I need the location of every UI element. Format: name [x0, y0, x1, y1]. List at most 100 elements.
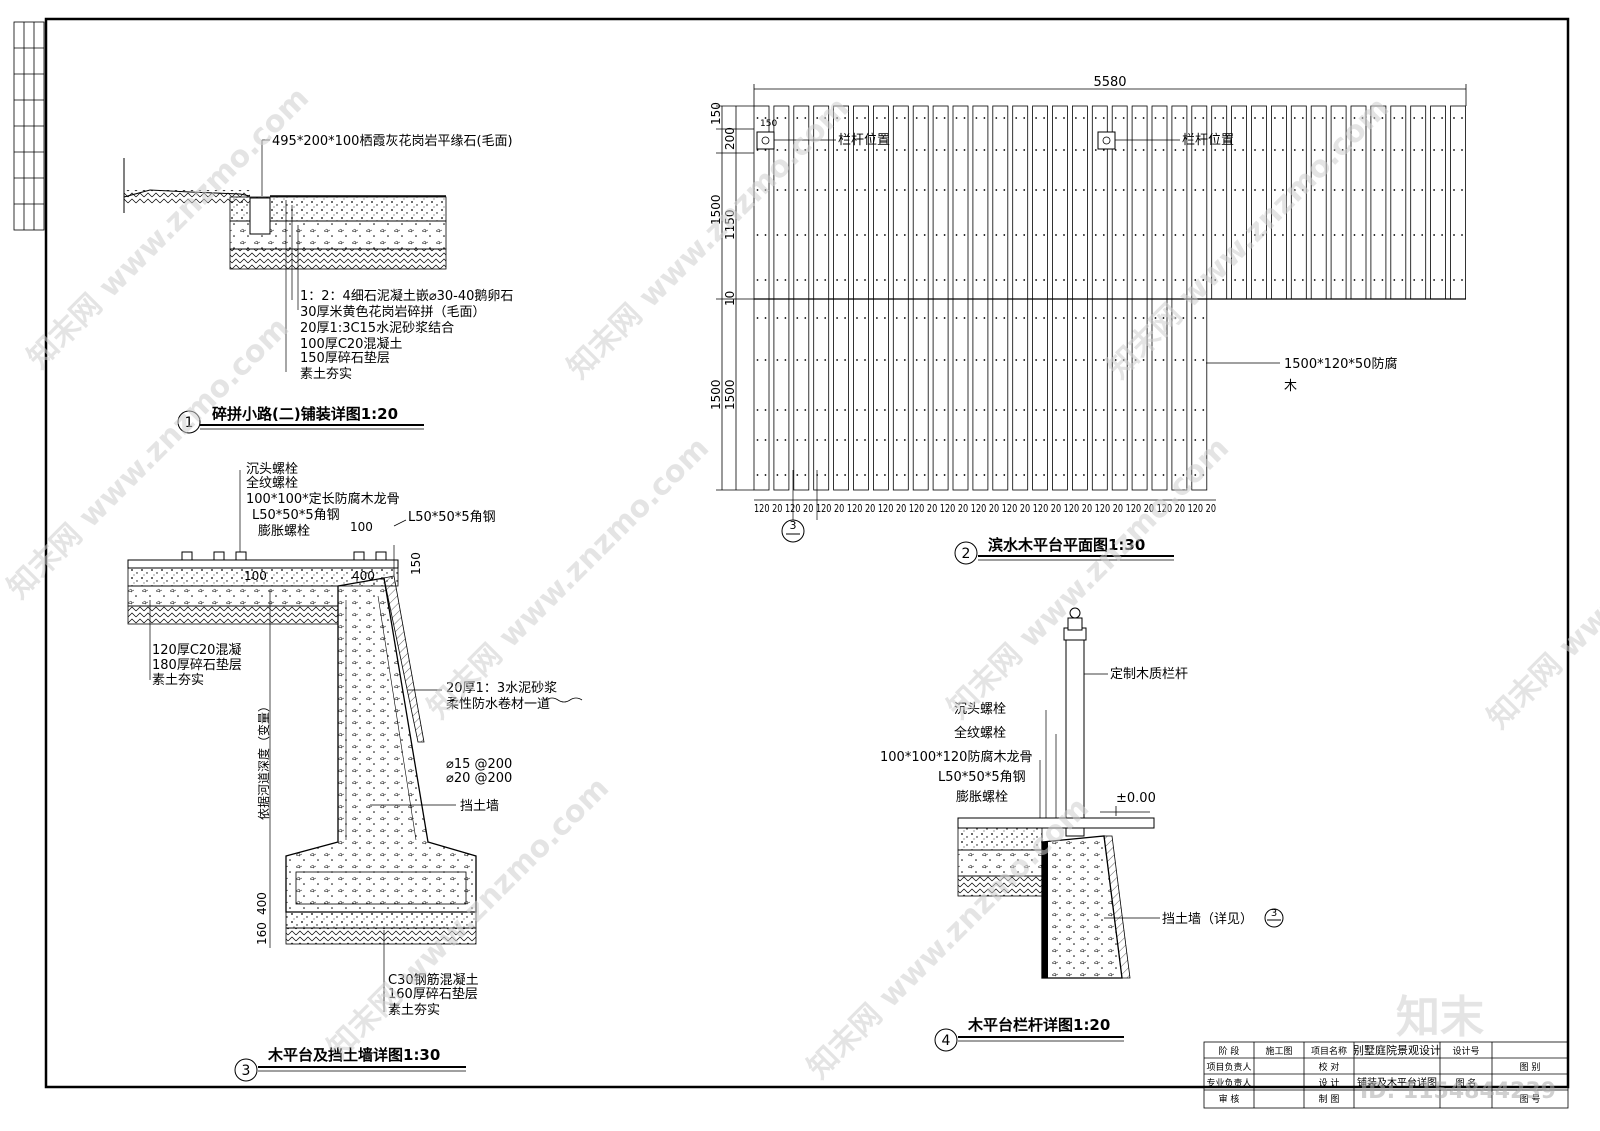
plank-screw — [1162, 317, 1165, 319]
tb-cell: 审 核 — [1219, 1093, 1240, 1105]
plank-screw — [1154, 409, 1157, 411]
detail3-dim: 160 — [255, 922, 269, 945]
deck-plank — [1032, 105, 1048, 300]
plank-screw — [776, 279, 779, 281]
deck-plank — [1091, 298, 1108, 491]
plank-screw — [1202, 149, 1205, 151]
plank-screw — [1202, 189, 1205, 191]
plank-screw — [1083, 279, 1085, 281]
deck-plank — [932, 105, 949, 300]
section-mark — [781, 519, 805, 543]
plank-screw — [864, 474, 866, 476]
dim-left: 150 — [709, 102, 723, 125]
plank-screw — [1035, 117, 1037, 119]
plank-screw — [1055, 439, 1057, 441]
plank-screw — [935, 409, 938, 411]
plank-screw — [983, 439, 986, 441]
plank-screw — [1015, 149, 1018, 151]
detail4-label: 沉头螺栓 — [954, 702, 1006, 717]
plank-screw — [963, 117, 966, 119]
deck-plank — [753, 298, 770, 491]
plank-screw — [1102, 279, 1105, 281]
plank-screw — [895, 234, 898, 236]
tb-cell: 校 对 — [1319, 1061, 1340, 1073]
detail4-label: 膨胀螺栓 — [956, 790, 1008, 805]
rebar-label: ⌀15 @200 — [446, 757, 512, 772]
plank-screw — [975, 474, 978, 476]
plank-screw — [784, 317, 787, 319]
lamp-post-2 — [1097, 131, 1116, 150]
plank-screw — [903, 409, 906, 411]
plank-screw — [796, 234, 799, 236]
plank-screw — [784, 474, 787, 476]
watermark-text: 知末网 www.znzmo.com — [1481, 441, 1600, 736]
detail-1-paving: 495*200*100栖霞灰花岗岩平缘石(毛面) 1：2：4细石泥凝土嵌⌀30-… — [123, 133, 513, 434]
plank-screw — [1043, 189, 1045, 191]
plank-screw — [983, 409, 986, 411]
plank-screw — [1094, 409, 1097, 411]
tb-cell: 专业负责人 — [1206, 1077, 1251, 1089]
plank-screw — [1035, 474, 1037, 476]
plank-screw — [816, 359, 819, 361]
plank-screw — [1202, 317, 1205, 319]
plank-screw — [1035, 149, 1037, 151]
plank-screw — [1401, 189, 1404, 191]
plank-screw — [884, 149, 886, 151]
dim-left: 1150 — [723, 209, 737, 240]
plank-screw — [784, 359, 787, 361]
plank-screw — [844, 439, 846, 441]
plank-screw — [1234, 189, 1236, 191]
detail3-left-layer: 素土夯实 — [152, 673, 204, 688]
plank-screw — [915, 279, 918, 281]
watermark-logo: 知末 — [1396, 992, 1484, 1043]
plank-screw — [1043, 474, 1045, 476]
plank-screw — [895, 317, 898, 319]
deck-planks — [753, 105, 1466, 491]
plank-screw — [804, 189, 807, 191]
plank-screw — [1142, 317, 1145, 319]
plank-screw — [824, 359, 827, 361]
plank-screw — [1162, 149, 1165, 151]
plank-screw — [1075, 474, 1077, 476]
ref-mark — [1264, 908, 1284, 928]
plank-screw — [1441, 234, 1443, 236]
deck-plank — [853, 298, 869, 491]
detail3-top-label: 100*100*定长防腐木龙骨 — [246, 491, 400, 507]
detail3-bottom-layer: 160厚碎石垫层 — [388, 986, 478, 1002]
plank-screw — [856, 117, 858, 119]
plank-screw — [943, 474, 946, 476]
plank-screw — [1182, 409, 1185, 411]
plank-screw — [864, 149, 866, 151]
plank-screw — [836, 117, 838, 119]
detail3-bottom-layer: C30钢筋混凝土 — [388, 972, 479, 988]
plank-screw — [1313, 149, 1316, 151]
deck-plank — [992, 298, 1009, 491]
plank-screw — [1162, 279, 1165, 281]
detail3-right-layer: 20厚1：3水泥砂浆 — [446, 681, 557, 696]
deck-plank — [1072, 105, 1088, 300]
plank-screw — [1242, 279, 1244, 281]
plank-screw — [836, 409, 838, 411]
plank-screw — [983, 317, 986, 319]
deck-plank — [1012, 298, 1029, 491]
deck-plank — [952, 105, 969, 300]
plank-screw — [963, 149, 966, 151]
plank-screw — [1063, 234, 1065, 236]
plank-screw — [1453, 149, 1455, 151]
plank-screw — [1373, 149, 1376, 151]
plank-screw — [884, 317, 886, 319]
plank-screw — [856, 279, 858, 281]
plank-screw — [756, 474, 759, 476]
plank-screw — [935, 439, 938, 441]
plank-screw — [1321, 117, 1324, 119]
plank-screw — [884, 234, 886, 236]
watermark-id: ID: 1154844239 — [1360, 1079, 1556, 1104]
plank-screw — [1075, 117, 1077, 119]
plank-screw — [995, 317, 998, 319]
plank-screw — [784, 234, 787, 236]
deck-plank — [912, 105, 929, 300]
plank-screw — [1122, 279, 1125, 281]
plank-screw — [1015, 359, 1018, 361]
plank-screw — [764, 189, 767, 191]
plank-screw — [856, 234, 858, 236]
